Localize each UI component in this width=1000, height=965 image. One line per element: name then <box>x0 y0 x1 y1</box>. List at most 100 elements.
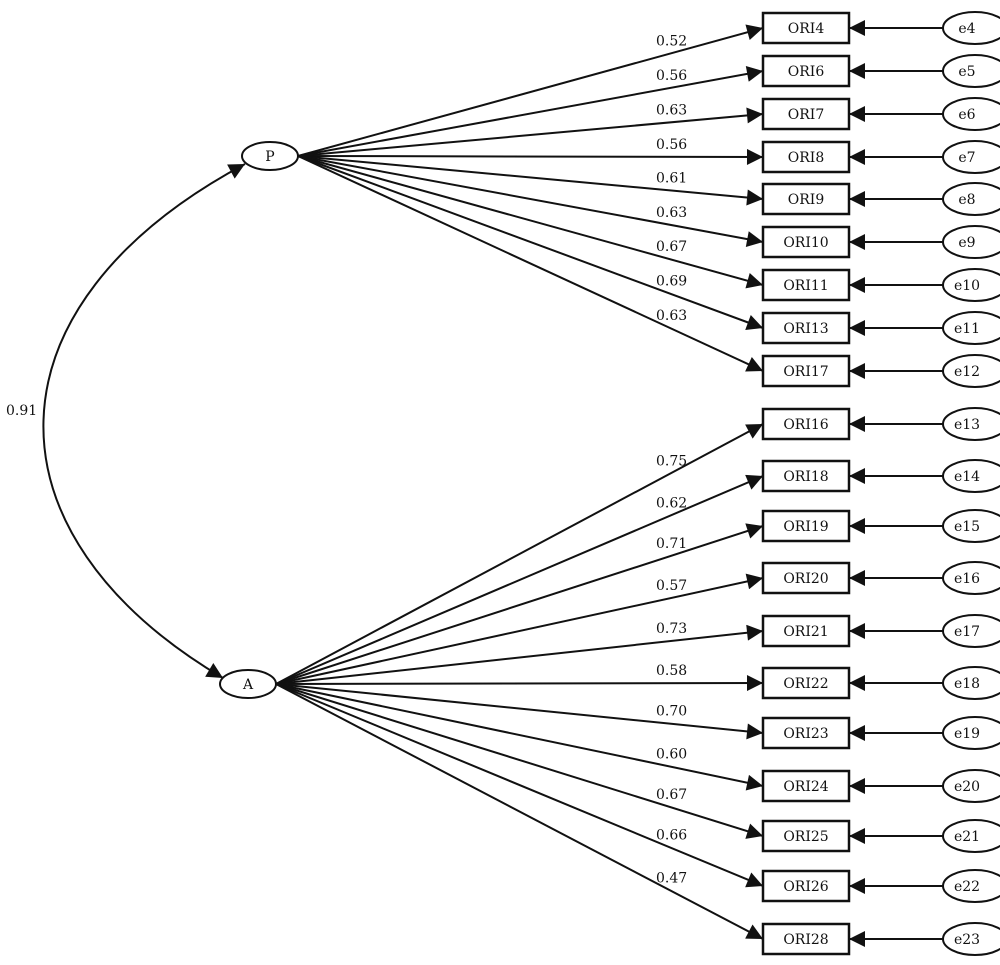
loading-arrow-ori7 <box>297 107 764 157</box>
indicator-label-ori21: ORI21 <box>783 624 828 640</box>
loading-label-ori16: 0.75 <box>656 454 687 470</box>
error-ellipse-e13 <box>942 407 1000 441</box>
indicator-label-ori13: ORI13 <box>783 321 828 337</box>
loading-arrow-ori10 <box>297 155 764 247</box>
indicator-box-ori11 <box>761 268 851 302</box>
loading-arrow-ori9 <box>297 155 764 206</box>
loading-label-ori23: 0.70 <box>656 704 687 720</box>
indicator-box-ori20 <box>761 561 851 595</box>
error-ellipse-e11 <box>942 311 1000 345</box>
error-label-e17: e17 <box>954 624 980 640</box>
indicator-label-ori23: ORI23 <box>783 726 828 742</box>
error-label-e23: e23 <box>954 932 980 948</box>
error-ellipse-e20 <box>942 769 1000 803</box>
loading-label-ori17: 0.63 <box>656 308 687 324</box>
error-ellipse-e4 <box>942 11 1000 45</box>
loading-arrow-ori18 <box>275 474 764 685</box>
latent-ellipse-a <box>219 669 277 699</box>
error-ellipse-e9 <box>942 225 1000 259</box>
indicator-label-ori22: ORI22 <box>783 676 828 692</box>
loading-arrow-ori25 <box>275 683 764 839</box>
indicator-box-ori21 <box>761 614 851 648</box>
indicator-box-ori7 <box>761 97 851 131</box>
indicator-label-ori10: ORI10 <box>783 235 828 251</box>
indicator-box-ori8 <box>761 140 851 174</box>
indicator-box-ori16 <box>761 407 851 441</box>
loading-arrow-ori11 <box>297 155 764 289</box>
indicator-box-ori4 <box>761 11 851 45</box>
correlation-arrow <box>42 163 246 679</box>
error-ellipse-e7 <box>942 140 1000 174</box>
loading-label-ori8: 0.56 <box>656 137 687 153</box>
error-ellipse-e6 <box>942 97 1000 131</box>
indicator-label-ori18: ORI18 <box>783 469 828 485</box>
error-ellipse-e8 <box>942 182 1000 216</box>
error-ellipse-e18 <box>942 666 1000 700</box>
indicator-label-ori25: ORI25 <box>783 829 828 845</box>
error-label-e5: e5 <box>958 64 975 80</box>
loading-label-ori9: 0.61 <box>656 170 687 186</box>
indicator-label-ori11: ORI11 <box>783 278 828 294</box>
indicator-label-ori8: ORI8 <box>788 150 824 166</box>
error-label-e11: e11 <box>954 321 980 337</box>
error-ellipse-e17 <box>942 614 1000 648</box>
error-label-e14: e14 <box>954 469 980 485</box>
correlation-arrowhead <box>227 163 245 179</box>
indicator-label-ori19: ORI19 <box>783 519 828 535</box>
indicator-label-ori17: ORI17 <box>783 364 828 380</box>
latent-ellipse-p <box>241 141 299 171</box>
loading-label-ori20: 0.57 <box>656 578 687 594</box>
error-label-e15: e15 <box>954 519 980 535</box>
error-label-e6: e6 <box>958 107 975 123</box>
indicator-label-ori24: ORI24 <box>783 779 828 795</box>
loading-arrow-ori4 <box>297 24 764 157</box>
loading-arrow-ori8 <box>297 148 764 165</box>
loading-label-ori7: 0.63 <box>656 102 687 118</box>
error-label-e19: e19 <box>954 726 980 742</box>
latent-label-p: P <box>265 149 274 165</box>
error-ellipse-e23 <box>942 922 1000 956</box>
indicator-label-ori20: ORI20 <box>783 571 828 587</box>
indicator-label-ori16: ORI16 <box>783 417 828 433</box>
error-label-e7: e7 <box>958 150 975 166</box>
error-ellipse-e22 <box>942 869 1000 903</box>
error-ellipse-e5 <box>942 54 1000 88</box>
loading-label-ori26: 0.66 <box>656 827 687 843</box>
error-label-e10: e10 <box>954 278 980 294</box>
error-label-e22: e22 <box>954 879 980 895</box>
loading-arrow-ori16 <box>275 423 764 685</box>
error-ellipse-e21 <box>942 819 1000 853</box>
loading-label-ori24: 0.60 <box>656 747 687 763</box>
loading-arrow-ori17 <box>297 155 764 372</box>
loading-label-ori11: 0.67 <box>656 239 687 255</box>
loading-label-ori13: 0.69 <box>656 274 687 290</box>
error-ellipse-e10 <box>942 268 1000 302</box>
loading-label-ori28: 0.47 <box>656 870 687 886</box>
loading-arrow-ori21 <box>275 624 764 685</box>
indicator-box-ori18 <box>761 459 851 493</box>
loading-arrow-ori13 <box>297 155 764 330</box>
indicator-label-ori28: ORI28 <box>783 932 828 948</box>
error-label-e18: e18 <box>954 676 980 692</box>
loading-arrow-ori6 <box>297 66 764 157</box>
error-label-e20: e20 <box>954 779 980 795</box>
error-ellipse-e14 <box>942 459 1000 493</box>
indicator-label-ori7: ORI7 <box>788 107 824 123</box>
loading-arrow-ori23 <box>275 683 764 740</box>
indicator-label-ori9: ORI9 <box>788 192 824 208</box>
loading-label-ori22: 0.58 <box>656 663 687 679</box>
indicator-box-ori13 <box>761 311 851 345</box>
indicator-label-ori26: ORI26 <box>783 879 828 895</box>
error-label-e9: e9 <box>958 235 975 251</box>
loading-label-ori21: 0.73 <box>656 621 687 637</box>
loading-arrow-ori28 <box>275 683 764 940</box>
error-label-e8: e8 <box>958 192 975 208</box>
error-label-e4: e4 <box>958 21 975 37</box>
loading-label-ori25: 0.67 <box>656 787 687 803</box>
indicator-label-ori4: ORI4 <box>788 21 825 37</box>
indicator-box-ori23 <box>761 716 851 750</box>
loading-arrow-ori26 <box>275 683 764 888</box>
loading-label-ori10: 0.63 <box>656 205 687 221</box>
